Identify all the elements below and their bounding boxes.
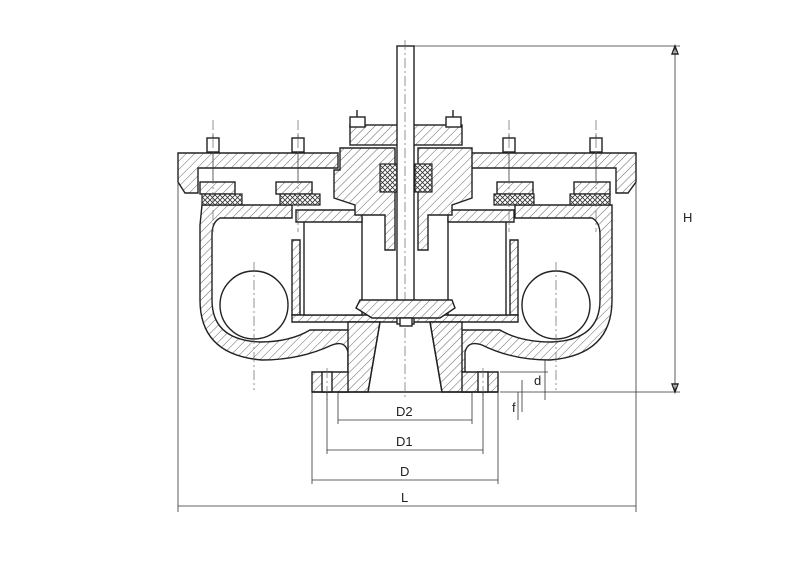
stem-assembly (333, 40, 473, 400)
inner-wall-left (291, 239, 301, 316)
dim-label-D: D (400, 464, 409, 479)
inner-wall-right (509, 239, 519, 316)
packing-right (414, 163, 433, 193)
dim-label-d: d (534, 373, 541, 388)
dimension-lines (177, 44, 680, 512)
packing-left (379, 163, 398, 193)
dim-label-H: H (683, 210, 692, 225)
stem (396, 45, 415, 325)
dim-label-D2: D2 (396, 404, 413, 419)
cylinder-right (447, 217, 507, 316)
cylinder-left (303, 217, 363, 316)
cover-right (469, 152, 637, 194)
dim-label-L: L (401, 490, 408, 505)
dim-label-f: f (512, 400, 516, 415)
disc (355, 299, 456, 319)
cover-bolts (199, 135, 611, 206)
dim-label-D1: D1 (396, 434, 413, 449)
